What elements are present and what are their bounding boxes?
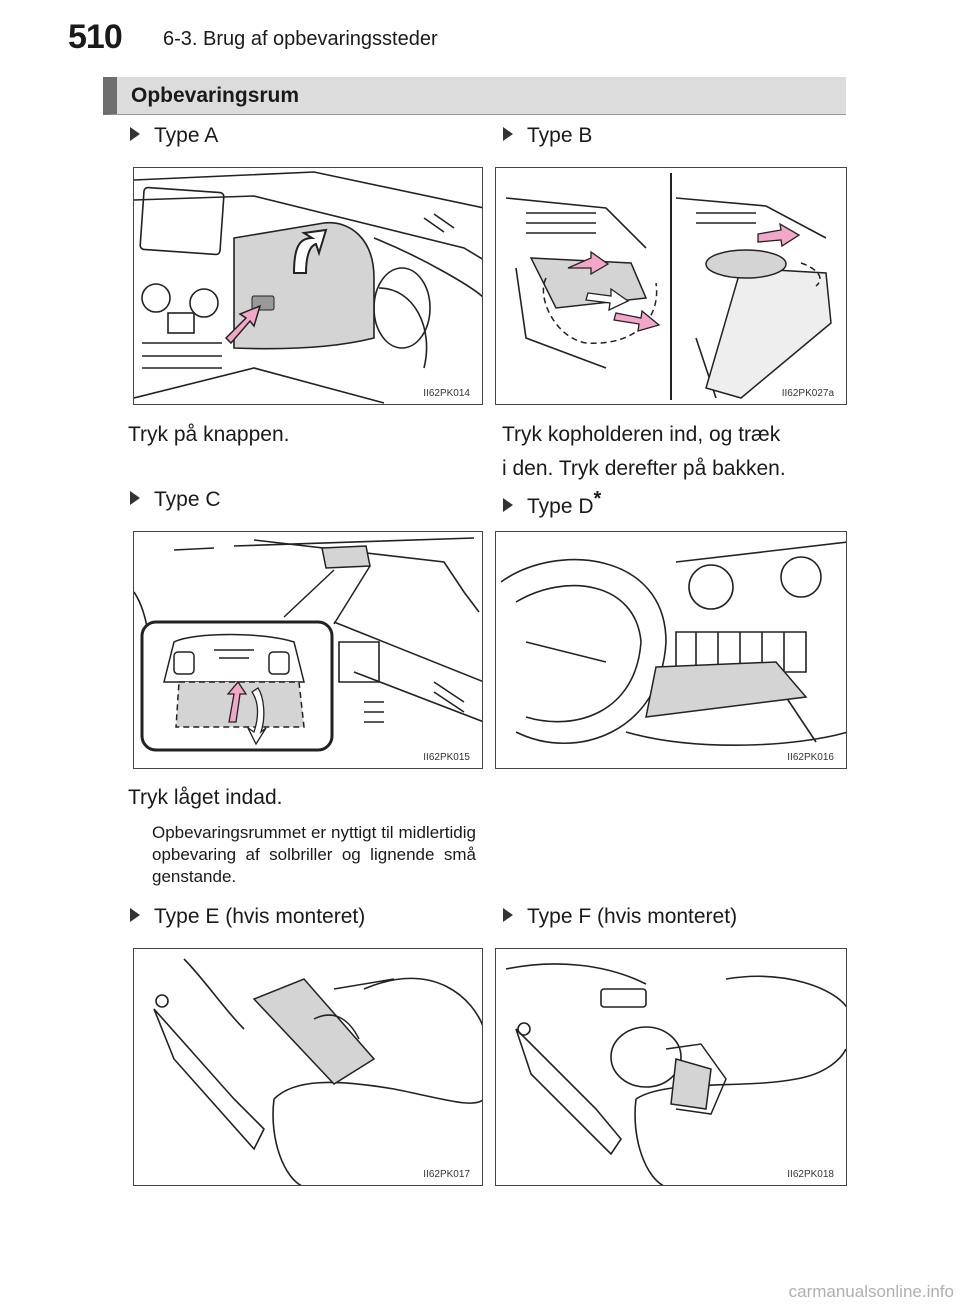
push-arrow-icon [757,222,801,248]
pull-arrow-icon [585,287,630,312]
dashboard-glovebox-illustration [134,171,482,404]
figure-code: II62PK018 [787,1169,834,1180]
figure-code: II62PK014 [423,388,470,399]
figure-code: II62PK016 [787,752,834,763]
push-arrow-icon [567,250,610,276]
bullet-triangle-icon [503,908,513,922]
console-cup-compartment-illustration [505,963,846,1185]
type-d-heading: Type D* [503,488,601,519]
type-b-heading: Type B [503,124,592,148]
bullet-triangle-icon [503,498,513,512]
bullet-triangle-icon [130,127,140,141]
cup-holder-tray-illustration [505,173,832,400]
figure-code: II62PK027a [781,388,834,399]
type-f-heading: Type F (hvis monteret) [503,905,737,929]
type-c-heading: Type C [130,488,221,512]
center-console-compartment-illustration [153,958,482,1185]
push-up-arrow-icon [226,680,248,723]
page-number: 510 [68,18,123,56]
tray-highlight [645,661,808,718]
lift-arrow-icon [292,228,328,274]
type-c-note: Opbevaringsrummet er nyttigt til midlert… [152,823,476,886]
compartment-highlight [252,978,376,1085]
figure-type-d: II62PK016 [495,531,847,769]
figure-type-f: II62PK018 [495,948,847,1186]
type-a-heading: Type A [130,124,218,148]
bullet-triangle-icon [130,908,140,922]
type-c-caption: Tryk låget indad. [128,786,283,809]
bullet-triangle-icon [130,491,140,505]
section-title-bar: Opbevaringsrum [103,77,846,115]
section-path: 6-3. Brug af opbevaringssteder [163,28,438,50]
push-arrow-icon [224,304,262,345]
section-title: Opbevaringsrum [131,84,300,107]
footnote-asterisk: * [593,488,602,510]
type-a-caption: Tryk på knappen. [128,423,290,446]
compartment-highlight [670,1058,712,1110]
type-e-heading: Type E (hvis monteret) [130,905,365,929]
open-down-arrow-icon [246,687,267,746]
figure-type-e: II62PK017 [133,948,483,1186]
bullet-triangle-icon [503,127,513,141]
figure-type-a: II62PK014 [133,167,483,405]
glovebox-highlight [233,221,375,350]
figure-code: II62PK017 [423,1169,470,1180]
lower-dash-tray-illustration [500,541,846,746]
watermark-text: carmanualsonline.info [788,1282,954,1301]
type-b-caption: Tryk kopholderen ind, og træk i den. Try… [502,423,786,480]
figure-type-b: II62PK027a [495,167,847,405]
overhead-console-illustration [134,537,482,752]
figure-type-c: II62PK015 [133,531,483,769]
figure-code: II62PK015 [423,752,470,763]
pull-arrow-icon [613,309,661,332]
